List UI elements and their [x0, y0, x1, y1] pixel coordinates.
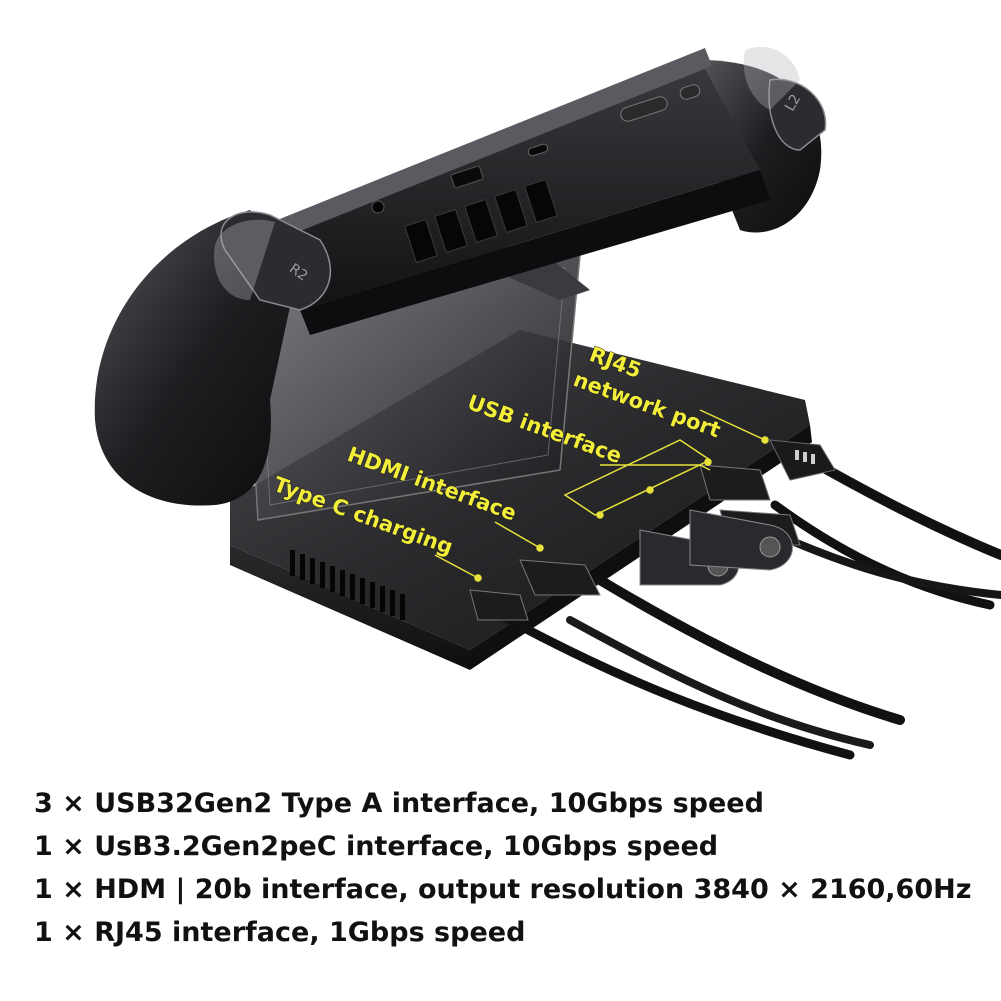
- cables: [495, 455, 1001, 760]
- product-scene: R2 L2: [94, 46, 1001, 760]
- spec-item: 3 × USB32Gen2 Type A interface, 10Gbps s…: [34, 788, 764, 819]
- console-headphone-jack: [371, 200, 385, 214]
- hdmi-cable: [595, 575, 905, 725]
- spec-list: 3 × USB32Gen2 Type A interface, 10Gbps s…: [34, 782, 984, 954]
- connector-heads: [469, 439, 836, 621]
- spec-item: 1 × UsB3.2Gen2peC interface, 10Gbps spee…: [34, 831, 719, 862]
- spec-item: 1 × RJ45 interface, 1Gbps speed: [34, 917, 526, 948]
- console-usb-port: [450, 165, 484, 189]
- callout-leader-lines: [434, 409, 769, 582]
- dock-vent-grille: [290, 550, 405, 620]
- spec-item: 1 × HDM | 20b interface, output resoluti…: [34, 874, 972, 905]
- console-right-trigger: [768, 78, 827, 151]
- handheld-console: R2 L2: [94, 46, 827, 506]
- usbc-cable-2: [566, 616, 874, 749]
- usbc-cable-1: [495, 610, 855, 760]
- console-left-trigger: [220, 211, 331, 311]
- console-right-trigger-label: L2: [782, 92, 804, 114]
- console-fan-vents: [404, 178, 558, 264]
- rj45-cable: [805, 455, 1001, 560]
- console-power-button: [679, 84, 701, 100]
- console-volume-button: [620, 96, 668, 122]
- console-usbc-port: [527, 143, 549, 157]
